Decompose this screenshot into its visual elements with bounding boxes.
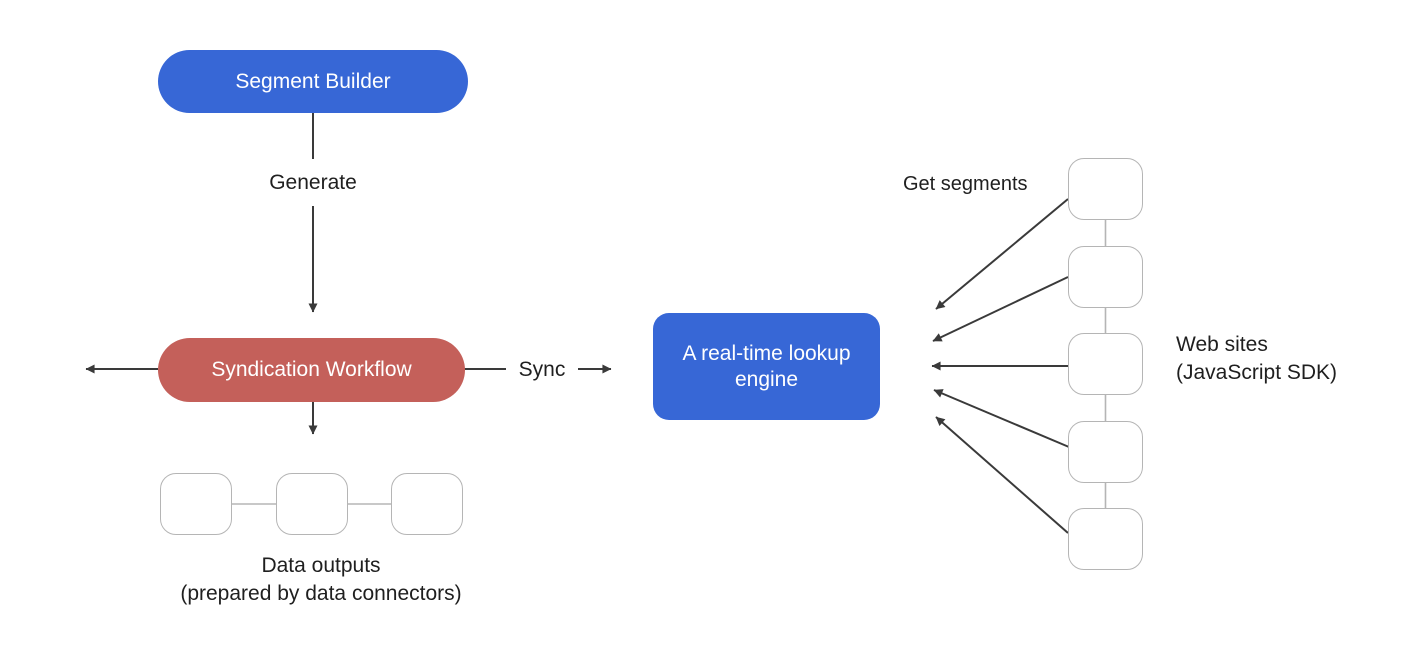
- web-site-node: [1068, 420, 1143, 483]
- web-sites-caption-line2: (JavaScript SDK): [1176, 361, 1338, 384]
- edge-website-2-to-engine: [932, 276, 1069, 342]
- data-output-node: [160, 473, 232, 535]
- lookup-engine-node: A real-time lookup engine: [653, 313, 880, 420]
- data-outputs-caption-line1: Data outputs: [261, 554, 381, 577]
- generate-edge-label: Generate: [269, 171, 357, 194]
- data-outputs-group: [160, 473, 463, 535]
- data-outputs-caption-line2: (prepared by data connectors): [180, 582, 462, 605]
- web-site-node: [1068, 245, 1143, 308]
- sync-edge-label: Sync: [518, 358, 566, 381]
- syndication-workflow-label: Syndication Workflow: [211, 358, 412, 381]
- syndication-workflow-node: Syndication Workflow: [158, 338, 465, 402]
- lookup-engine-label: A real-time lookup engine: [682, 341, 851, 391]
- data-output-node: [275, 473, 348, 535]
- segment-builder-node: Segment Builder: [158, 50, 468, 113]
- edge-website-5-to-engine: [935, 416, 1069, 534]
- data-outputs-caption: Data outputs (prepared by data connector…: [171, 552, 471, 608]
- get-segments-edge-label: Get segments: [903, 173, 1028, 195]
- edge-website-4-to-engine: [933, 389, 1070, 448]
- web-sites-caption: Web sites (JavaScript SDK): [1176, 331, 1406, 387]
- segment-builder-label: Segment Builder: [235, 69, 391, 93]
- edge-website-1-to-engine: [935, 198, 1069, 310]
- web-site-node: [1068, 158, 1143, 220]
- web-site-node: [1068, 333, 1143, 395]
- websites-group: [1068, 158, 1143, 570]
- data-output-node: [391, 473, 463, 535]
- web-sites-caption-line1: Web sites: [1176, 333, 1268, 356]
- web-site-node: [1068, 508, 1143, 570]
